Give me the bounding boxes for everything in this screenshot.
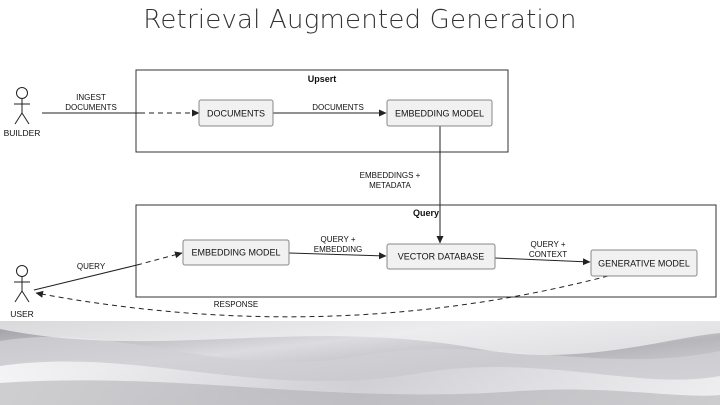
- edge-label-query: QUERY: [77, 262, 106, 271]
- edge-query-dashed: [136, 251, 183, 266]
- edge-query-context: [494, 257, 591, 266]
- builder-actor-icon: [14, 87, 30, 125]
- node-embedding-model-query-label: EMBEDDING MODEL: [191, 248, 280, 258]
- node-vector-database: VECTOR DATABASE: [386, 243, 496, 270]
- node-generative-model: GENERATIVE MODEL: [590, 249, 698, 277]
- page-title: Retrieval Augmented Generation: [143, 5, 577, 35]
- edge-label-response: RESPONSE: [214, 300, 258, 309]
- user-label: USER: [10, 309, 34, 319]
- node-embedding-model-upsert-label: EMBEDDING MODEL: [395, 109, 484, 119]
- decorative-silk-background: [0, 321, 720, 405]
- node-embedding-model-query: EMBEDDING MODEL: [182, 239, 290, 266]
- query-group-label: Query: [413, 208, 439, 218]
- edge-label-embeddings-2: METADATA: [369, 181, 411, 190]
- node-documents-label: DOCUMENTS: [207, 109, 265, 119]
- edge-label-ingest-1: INGEST: [76, 93, 106, 102]
- edge-query: [33, 264, 138, 291]
- builder-label: BUILDER: [4, 128, 41, 138]
- node-vector-database-label: VECTOR DATABASE: [398, 252, 485, 262]
- node-generative-model-label: GENERATIVE MODEL: [598, 259, 690, 269]
- edge-query-embedding: [288, 252, 387, 260]
- edge-label-query-embedding-1: QUERY +: [320, 235, 355, 244]
- edge-label-embeddings-1: EMBEDDINGS +: [360, 171, 421, 180]
- edge-label-documents: DOCUMENTS: [312, 103, 364, 112]
- node-embedding-model-upsert: EMBEDDING MODEL: [386, 99, 493, 127]
- user-actor-icon: [14, 265, 30, 303]
- upsert-group-label: Upsert: [308, 74, 337, 84]
- edge-label-query-embedding-2: EMBEDDING: [314, 245, 362, 254]
- edge-label-ingest-2: DOCUMENTS: [65, 103, 117, 112]
- edge-label-query-context-2: CONTEXT: [529, 250, 567, 259]
- edge-label-query-context-1: QUERY +: [530, 240, 565, 249]
- node-documents: DOCUMENTS: [198, 99, 274, 127]
